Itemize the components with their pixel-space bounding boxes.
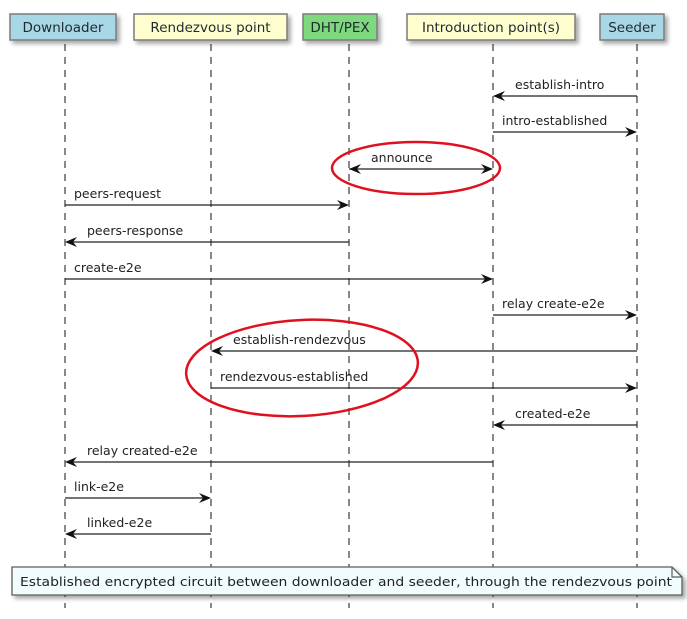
note-fold — [671, 567, 682, 578]
participant-label: DHT/PEX — [310, 20, 369, 36]
arrowhead — [493, 420, 505, 430]
message-label: created-e2e — [515, 406, 591, 421]
participant-downloader: Downloader — [9, 13, 117, 41]
arrowhead — [625, 383, 637, 393]
note-box — [11, 566, 683, 596]
arrowhead — [337, 200, 349, 210]
participants: Downloader Rendezvous point DHT/PEX Introdu… — [9, 13, 665, 41]
highlight-ellipse-announce — [330, 140, 502, 196]
participant-label: Seeder — [608, 20, 656, 36]
message-label: intro-established — [502, 113, 607, 128]
message-establish-rendezvous: establish-rendezvous — [211, 332, 637, 356]
arrowhead — [625, 127, 637, 137]
message-label: link-e2e — [74, 479, 124, 494]
message-establish-intro: establish-intro — [493, 77, 637, 101]
arrowhead — [493, 91, 505, 101]
arrowhead — [481, 274, 493, 284]
message-label: announce — [371, 150, 433, 165]
note: Established encrypted circuit between do… — [11, 566, 683, 596]
note-text: Established encrypted circuit between do… — [20, 574, 672, 589]
participant-box — [406, 13, 576, 41]
message-label: peers-response — [87, 223, 184, 238]
message-label: peers-request — [74, 186, 161, 201]
message-peers-request: peers-request — [65, 186, 349, 210]
participant-box — [9, 13, 117, 41]
message-announce: announce — [349, 150, 493, 174]
participant-label: Downloader — [23, 20, 104, 36]
message-created-e2e: created-e2e — [493, 406, 637, 430]
message-label: establish-rendezvous — [233, 332, 366, 347]
highlights — [184, 140, 502, 418]
participant-box — [133, 13, 288, 41]
message-label: create-e2e — [74, 260, 142, 275]
message-label: relay created-e2e — [87, 443, 198, 458]
arrowhead — [65, 529, 77, 539]
participant-box — [599, 13, 665, 41]
message-linked-e2e: linked-e2e — [65, 515, 211, 539]
highlight-ellipse-establish-rendezvous-rendezvous-established — [184, 318, 420, 418]
message-rendezvous-established: rendezvous-established — [211, 369, 637, 393]
arrowhead — [625, 310, 637, 320]
arrowhead — [349, 164, 361, 174]
participant-box — [302, 13, 378, 41]
participant-label: Introduction point(s) — [422, 20, 560, 36]
messages: establish-intro intro-established announce… — [65, 77, 637, 539]
message-create-e2e: create-e2e — [65, 260, 493, 284]
participant-intro: Introduction point(s) — [406, 13, 576, 41]
message-intro-established: intro-established — [493, 113, 637, 137]
message-label: rendezvous-established — [220, 369, 368, 384]
arrowhead — [211, 346, 223, 356]
message-relay-created-e2e: relay created-e2e — [65, 443, 493, 467]
participant-rendezvous: Rendezvous point — [133, 13, 288, 41]
participant-dht: DHT/PEX — [302, 13, 378, 41]
arrowhead — [65, 457, 77, 467]
message-link-e2e: link-e2e — [65, 479, 211, 503]
lifelines — [64, 44, 638, 608]
message-label: relay create-e2e — [502, 296, 605, 311]
arrowhead — [199, 493, 211, 503]
message-label: linked-e2e — [87, 515, 152, 530]
message-peers-response: peers-response — [65, 223, 349, 247]
arrowhead — [65, 237, 77, 247]
arrowhead — [481, 164, 493, 174]
participant-seeder: Seeder — [599, 13, 665, 41]
message-relay-create-e2e: relay create-e2e — [493, 296, 637, 320]
participant-label: Rendezvous point — [150, 20, 270, 36]
message-label: establish-intro — [515, 77, 604, 92]
